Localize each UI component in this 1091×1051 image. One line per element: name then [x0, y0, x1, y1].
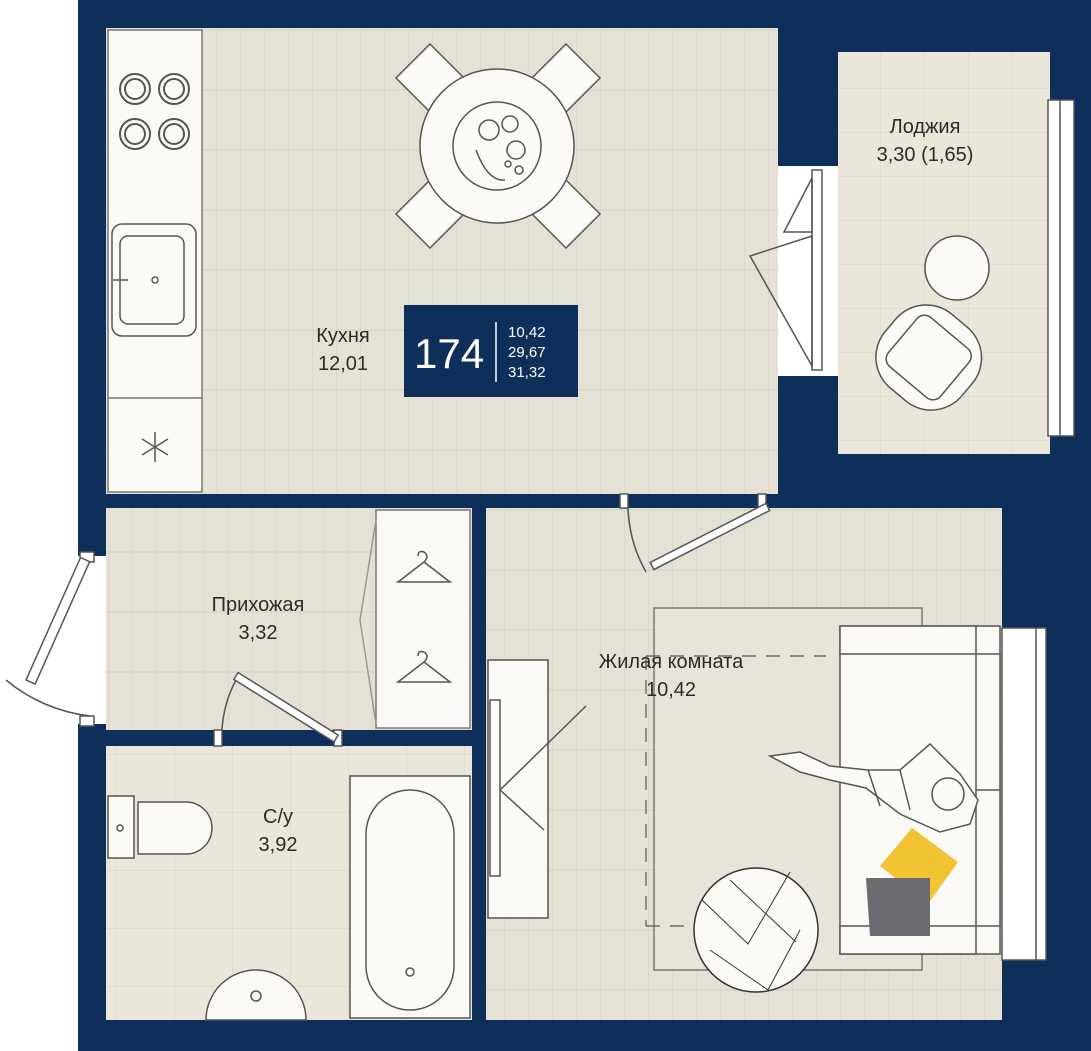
hallway-name: Прихожая [212, 594, 305, 616]
living-name: Жилая комната [599, 651, 744, 673]
washbasin-icon [205, 969, 307, 1021]
loggia-area: 3,30 (1,65) [877, 144, 974, 166]
bathtub-icon [349, 775, 471, 1019]
label-living: Жилая комната 10,42 [599, 651, 744, 701]
bathroom-name: С/у [263, 806, 293, 828]
coffee-table [693, 867, 819, 993]
stove-icon [119, 73, 190, 150]
wall-kitchen-hall [362, 494, 620, 508]
pillow-gray [866, 878, 930, 936]
label-kitchen: Кухня 12,01 [316, 325, 370, 375]
freezer-icon [141, 432, 169, 462]
loggia-window [1047, 99, 1075, 437]
apartment-number: 174 [414, 330, 484, 377]
area-value-3: 31,32 [508, 364, 546, 381]
hallway-area: 3,32 [239, 622, 278, 644]
toilet-icon [107, 795, 213, 859]
area-value-1: 10,42 [508, 324, 546, 341]
living-window [1001, 627, 1047, 961]
wall-hall-living [472, 508, 486, 1020]
apartment-badge: 174 10,42 29,67 31,32 [404, 305, 578, 397]
balcony-door [748, 169, 823, 371]
tv-stand-icon [487, 659, 587, 919]
person-icon [767, 742, 979, 833]
armchair-icon [875, 304, 983, 411]
loggia-name: Лоджия [890, 116, 961, 138]
kitchen-name: Кухня [316, 325, 370, 347]
wall-hall-bath2 [340, 730, 472, 746]
entrance-door [5, 551, 95, 727]
pillow-yellow [880, 828, 958, 904]
bathroom-door [213, 671, 343, 747]
bathroom-area: 3,92 [259, 834, 298, 856]
table-icon [394, 42, 602, 250]
wall-kitchen-living [765, 494, 779, 508]
label-hallway: Прихожая 3,32 [212, 594, 305, 644]
kitchen-counter [107, 29, 203, 493]
wall-hall-bath [106, 730, 214, 746]
sink-icon [111, 223, 197, 337]
hanger-icon [395, 550, 453, 683]
label-bathroom: С/у 3,92 [259, 806, 298, 856]
loggia-table [924, 235, 990, 301]
wardrobe [359, 509, 471, 729]
area-value-2: 29,67 [508, 344, 546, 361]
kitchen-area: 12,01 [318, 353, 368, 375]
kitchen-door [619, 493, 771, 573]
living-area: 10,42 [646, 679, 696, 701]
label-loggia: Лоджия 3,30 (1,65) [877, 116, 974, 166]
